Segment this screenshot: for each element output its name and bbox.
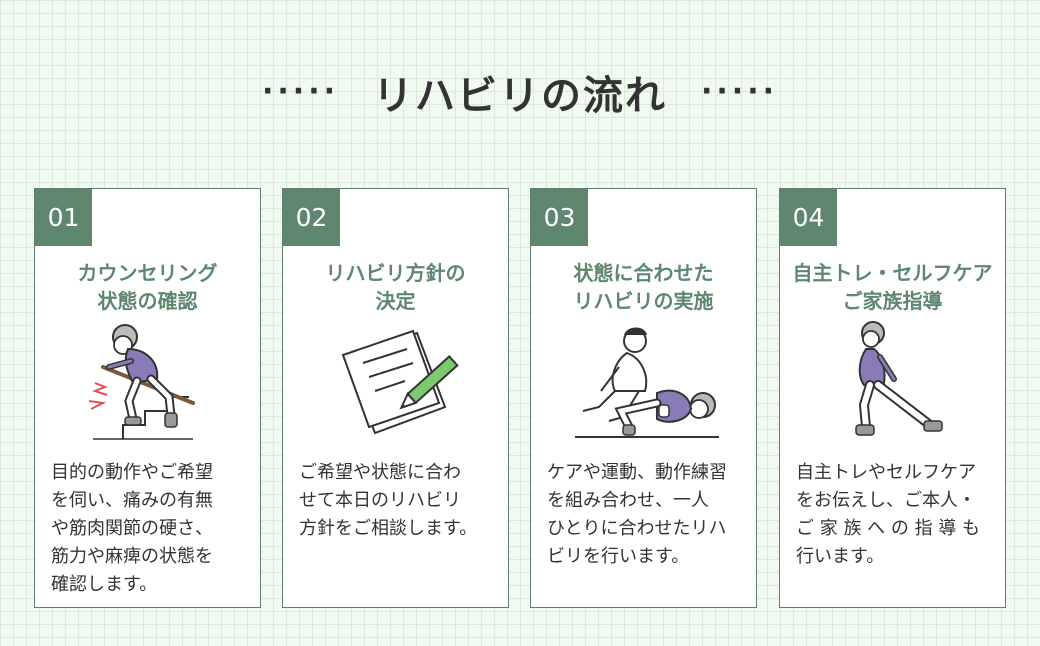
painful-stairs-icon: [88, 324, 195, 440]
step-heading-line: カウンセリング: [77, 261, 218, 285]
step-number: 03: [531, 189, 588, 246]
step-description-line: 行います。: [796, 546, 885, 567]
step-heading-line: リハビリの実施: [573, 289, 714, 313]
step-description: 目的の動作やご希望 を伺い、痛みの有無 や筋肉関節の硬さ、 筋力や麻痺の状態を …: [51, 459, 248, 599]
title-left-dots: ·····: [262, 74, 339, 109]
step-heading-line: リハビリ方針の: [325, 261, 466, 285]
step-description-line: ケアや運動、動作練習: [547, 462, 727, 483]
step-description-line: 目的の動作やご希望: [51, 462, 213, 483]
document-pencil-icon: [341, 329, 459, 435]
step-card-2: 02 リハビリ方針の 決定 ご希望や状態に合わ せて本日のリハビリ 方針をご相談…: [282, 188, 509, 608]
step-number: 02: [283, 189, 340, 246]
title-right-dots: ·····: [701, 74, 778, 109]
step-description: 自主トレやセルフケア をお伝えし、ご本人・ ご 家 族 へ の 指 導 も 行い…: [796, 459, 993, 571]
step-heading-line: 自主トレ・セルフケア: [792, 261, 993, 285]
step-description-line: や筋肉関節の硬さ、: [51, 518, 213, 539]
step-card-4: 04 自主トレ・セルフケア ご家族指導 自主トレやセルフケア をお伝えし、ご本人…: [779, 188, 1006, 608]
step-heading: 自主トレ・セルフケア ご家族指導: [780, 259, 1005, 315]
stretching-person-icon: [855, 321, 943, 436]
step-description: ケアや運動、動作練習 を組み合わせ、一人 ひとりに合わせたリハ ビリを行います。: [547, 459, 744, 571]
step-heading: カウンセリング 状態の確認: [35, 259, 260, 315]
step-heading: 状態に合わせた リハビリの実施: [531, 259, 756, 315]
step-description-line: ビリを行います。: [547, 546, 690, 567]
therapist-assisting-icon: [575, 327, 719, 438]
step-description-line: せて本日のリハビリ: [299, 490, 461, 511]
step-heading-line: 決定: [375, 289, 416, 313]
step-description-line: 自主トレやセルフケア: [796, 462, 976, 483]
page-title-row: ····· リハビリの流れ ·····: [0, 62, 1040, 122]
step-description: ご希望や状態に合わ せて本日のリハビリ 方針をご相談します。: [299, 459, 496, 543]
step-description-line: を伺い、痛みの有無: [51, 490, 213, 511]
step-description-line: 方針をご相談します。: [299, 518, 478, 539]
step-number: 04: [780, 189, 837, 246]
step-card-1: 01 カウンセリング 状態の確認 目的の動作やご希望 を伺い、痛みの有無 や筋肉…: [34, 188, 261, 608]
step-description-line: 確認します。: [51, 574, 158, 595]
step-description-line: を組み合わせ、一人: [547, 490, 709, 511]
page-title: リハビリの流れ: [373, 73, 667, 119]
step-description-line: ひとりに合わせたリハ: [547, 518, 727, 539]
step-heading-line: ご家族指導: [842, 289, 943, 313]
step-description-line: ご希望や状態に合わ: [299, 462, 461, 483]
step-heading-line: 状態の確認: [97, 289, 198, 313]
step-description-line: をお伝えし、ご本人・: [796, 490, 976, 511]
step-heading: リハビリ方針の 決定: [283, 259, 508, 315]
step-number: 01: [35, 189, 92, 246]
step-card-3: 03 状態に合わせた リハビリの実施 ケアや運動、動作練習 を組み合わせ、一人 …: [530, 188, 757, 608]
step-heading-line: 状態に合わせた: [573, 261, 714, 285]
step-description-line: 筋力や麻痺の状態を: [51, 546, 213, 567]
step-description-line: ご 家 族 へ の 指 導 も: [796, 518, 981, 539]
